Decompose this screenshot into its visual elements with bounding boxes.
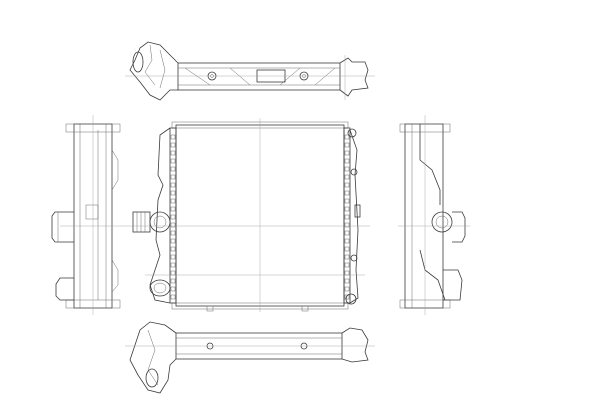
tank-rib: [344, 222, 350, 228]
top-view: [125, 41, 375, 101]
tank-rib: [344, 206, 350, 212]
tank-rib: [170, 158, 176, 164]
bottom-view: [125, 321, 375, 394]
tank-rib: [170, 190, 176, 196]
tank-rib: [170, 166, 176, 172]
right-side-view: [398, 115, 470, 315]
tank-rib: [170, 214, 176, 220]
tank-rib: [170, 222, 176, 228]
tank-rib: [344, 230, 350, 236]
tank-rib: [170, 262, 176, 268]
tank-rib: [170, 270, 176, 276]
tank-rib: [344, 182, 350, 188]
tank-rib: [170, 150, 176, 156]
tank-rib: [170, 142, 176, 148]
tank-rib: [170, 238, 176, 244]
tank-rib: [344, 270, 350, 276]
tank-rib: [170, 134, 176, 140]
tank-rib: [170, 246, 176, 252]
tank-rib: [170, 198, 176, 204]
tank-rib: [170, 174, 176, 180]
tank-rib: [344, 294, 350, 300]
tank-rib: [170, 230, 176, 236]
tank-rib: [344, 158, 350, 164]
tank-rib: [344, 174, 350, 180]
tank-rib: [344, 278, 350, 284]
tank-rib: [170, 294, 176, 300]
tank-rib: [344, 198, 350, 204]
tank-rib: [170, 254, 176, 260]
tank-rib: [344, 150, 350, 156]
tank-rib: [344, 166, 350, 172]
tank-rib: [344, 286, 350, 292]
tank-rib: [344, 254, 350, 260]
tank-rib: [344, 238, 350, 244]
left-side-view: [51, 115, 125, 315]
tank-rib: [344, 134, 350, 140]
front-view: [125, 118, 370, 312]
tank-rib: [344, 246, 350, 252]
tank-rib: [170, 206, 176, 212]
tank-rib: [170, 286, 176, 292]
tank-rib: [344, 262, 350, 268]
tank-rib: [170, 182, 176, 188]
tank-rib: [344, 142, 350, 148]
tank-rib: [344, 214, 350, 220]
tank-rib: [170, 278, 176, 284]
tank-rib: [344, 190, 350, 196]
